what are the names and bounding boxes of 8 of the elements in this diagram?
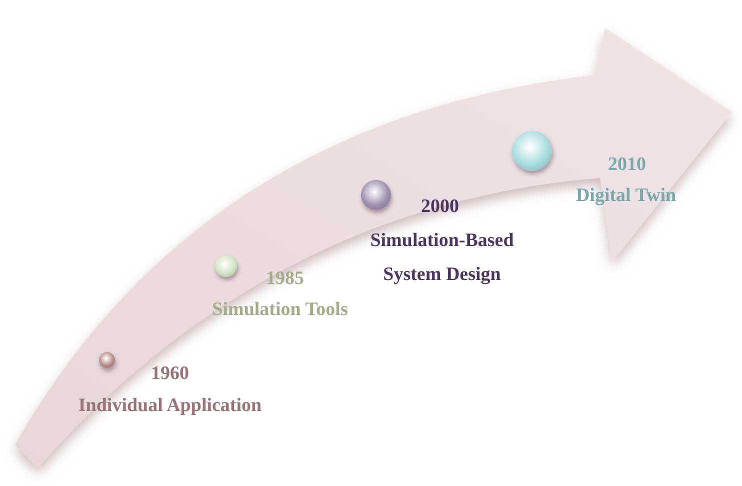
- milestone-label: Digital Twin: [576, 185, 676, 208]
- milestone-label: Individual Application: [78, 395, 262, 418]
- year-label: 2010: [608, 154, 646, 177]
- milestone-label: Simulation-Based System Design: [369, 229, 515, 287]
- year-label: 2000: [421, 196, 459, 219]
- milestone-label: Simulation Tools: [212, 299, 348, 322]
- year-label: 1985: [266, 268, 304, 291]
- year-label: 1960: [151, 363, 189, 386]
